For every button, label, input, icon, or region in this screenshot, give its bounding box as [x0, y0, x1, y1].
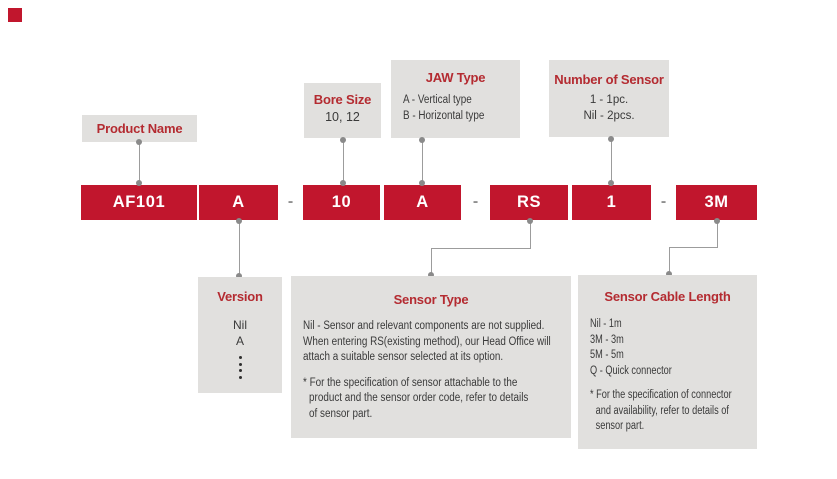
code-segment-bore-size: 10	[303, 185, 380, 220]
code-segment-number-of-sensor: 1	[572, 185, 651, 220]
connector-jaw-type	[422, 141, 423, 185]
code-separator-2: -	[472, 193, 479, 210]
cable-length-note-line: sensor part.	[595, 420, 645, 432]
code-segment-version: A	[199, 185, 278, 220]
number-of-sensor-option-2: Nil - 2pcs.	[583, 109, 635, 122]
connector-dot	[714, 218, 720, 224]
connector-dot	[608, 180, 614, 186]
connector-cable-length-v2	[669, 247, 670, 275]
sensor-type-paragraph-line: Nil - Sensor and relevant components are…	[303, 320, 545, 332]
sensor-type-note-line: * For the specification of sensor attach…	[303, 376, 518, 389]
jaw-type-option-b: B - Horizontal type	[403, 109, 485, 122]
version-detail-box: Version Nil A	[198, 277, 282, 393]
version-ellipsis	[198, 356, 282, 379]
version-title: Version	[217, 289, 263, 304]
cable-length-option: 3M - 3m	[590, 333, 624, 346]
connector-sensor-type-v1	[530, 221, 531, 248]
sensor-type-note-line: product and the sensor order code, refer…	[309, 392, 529, 404]
connector-sensor-type-h	[431, 248, 531, 249]
connector-dot	[340, 180, 346, 186]
sensor-type-title: Sensor Type	[393, 292, 469, 307]
connector-dot	[419, 180, 425, 186]
jaw-type-title: JAW Type	[425, 70, 486, 85]
sensor-type-paragraph-line: attach a suitable sensor selected at its…	[303, 351, 504, 363]
connector-version	[239, 221, 240, 277]
product-name-label-box: Product Name	[82, 115, 197, 142]
code-segment-jaw-type: A	[384, 185, 461, 220]
jaw-type-option-a: A - Vertical type	[403, 94, 472, 106]
code-separator-3: -	[660, 193, 667, 210]
connector-dot	[136, 180, 142, 186]
jaw-type-label-box: JAW Type A - Vertical type B - Horizonta…	[391, 60, 520, 138]
sensor-cable-length-title: Sensor Cable Length	[604, 289, 731, 304]
connector-dot	[666, 271, 672, 277]
code-segment-sensor-type: RS	[490, 185, 568, 220]
bore-size-title: Bore Size	[313, 92, 372, 107]
sensor-type-note-line: of sensor part.	[309, 407, 373, 420]
cable-length-note-line: and availability, refer to details of	[595, 404, 729, 417]
connector-dot	[236, 273, 242, 279]
number-of-sensor-title: Number of Sensor	[554, 72, 664, 87]
cable-length-note-line: * For the specification of connector	[590, 389, 732, 401]
connector-cable-length-v1	[717, 221, 718, 247]
cable-length-option: Nil - 1m	[590, 318, 622, 330]
product-name-title: Product Name	[96, 121, 183, 136]
connector-cable-length-h	[669, 247, 718, 248]
bore-size-label-box: Bore Size 10, 12	[304, 83, 381, 138]
code-segment-cable-length: 3M	[676, 185, 757, 220]
connector-dot	[136, 139, 142, 145]
connector-dot	[236, 218, 242, 224]
number-of-sensor-option-1: 1 - 1pc.	[589, 94, 629, 106]
sensor-cable-length-detail-box: Sensor Cable Length Nil - 1m 3M - 3m 5M …	[578, 275, 757, 449]
connector-number-of-sensor	[611, 140, 612, 185]
number-of-sensor-label-box: Number of Sensor 1 - 1pc. Nil - 2pcs.	[549, 60, 669, 137]
sensor-type-paragraph-line: When entering RS(existing method), our H…	[303, 335, 551, 348]
bore-size-values: 10, 12	[325, 110, 360, 124]
connector-dot	[428, 272, 434, 278]
connector-dot	[419, 137, 425, 143]
code-separator-1: -	[287, 193, 294, 210]
code-segment-product-name: AF101	[81, 185, 197, 220]
corner-marker	[8, 8, 22, 22]
version-option-nil: Nil	[233, 318, 247, 332]
connector-dot	[608, 136, 614, 142]
version-option-a: A	[235, 333, 244, 348]
connector-sensor-type-v2	[431, 248, 432, 276]
cable-length-option: Q - Quick connector	[590, 364, 672, 377]
connector-dot	[527, 218, 533, 224]
connector-dot	[340, 137, 346, 143]
connector-product-name	[139, 143, 140, 184]
connector-bore-size	[343, 141, 344, 185]
cable-length-option: 5M - 5m	[590, 349, 624, 361]
sensor-type-detail-box: Sensor Type Nil - Sensor and relevant co…	[291, 276, 571, 438]
